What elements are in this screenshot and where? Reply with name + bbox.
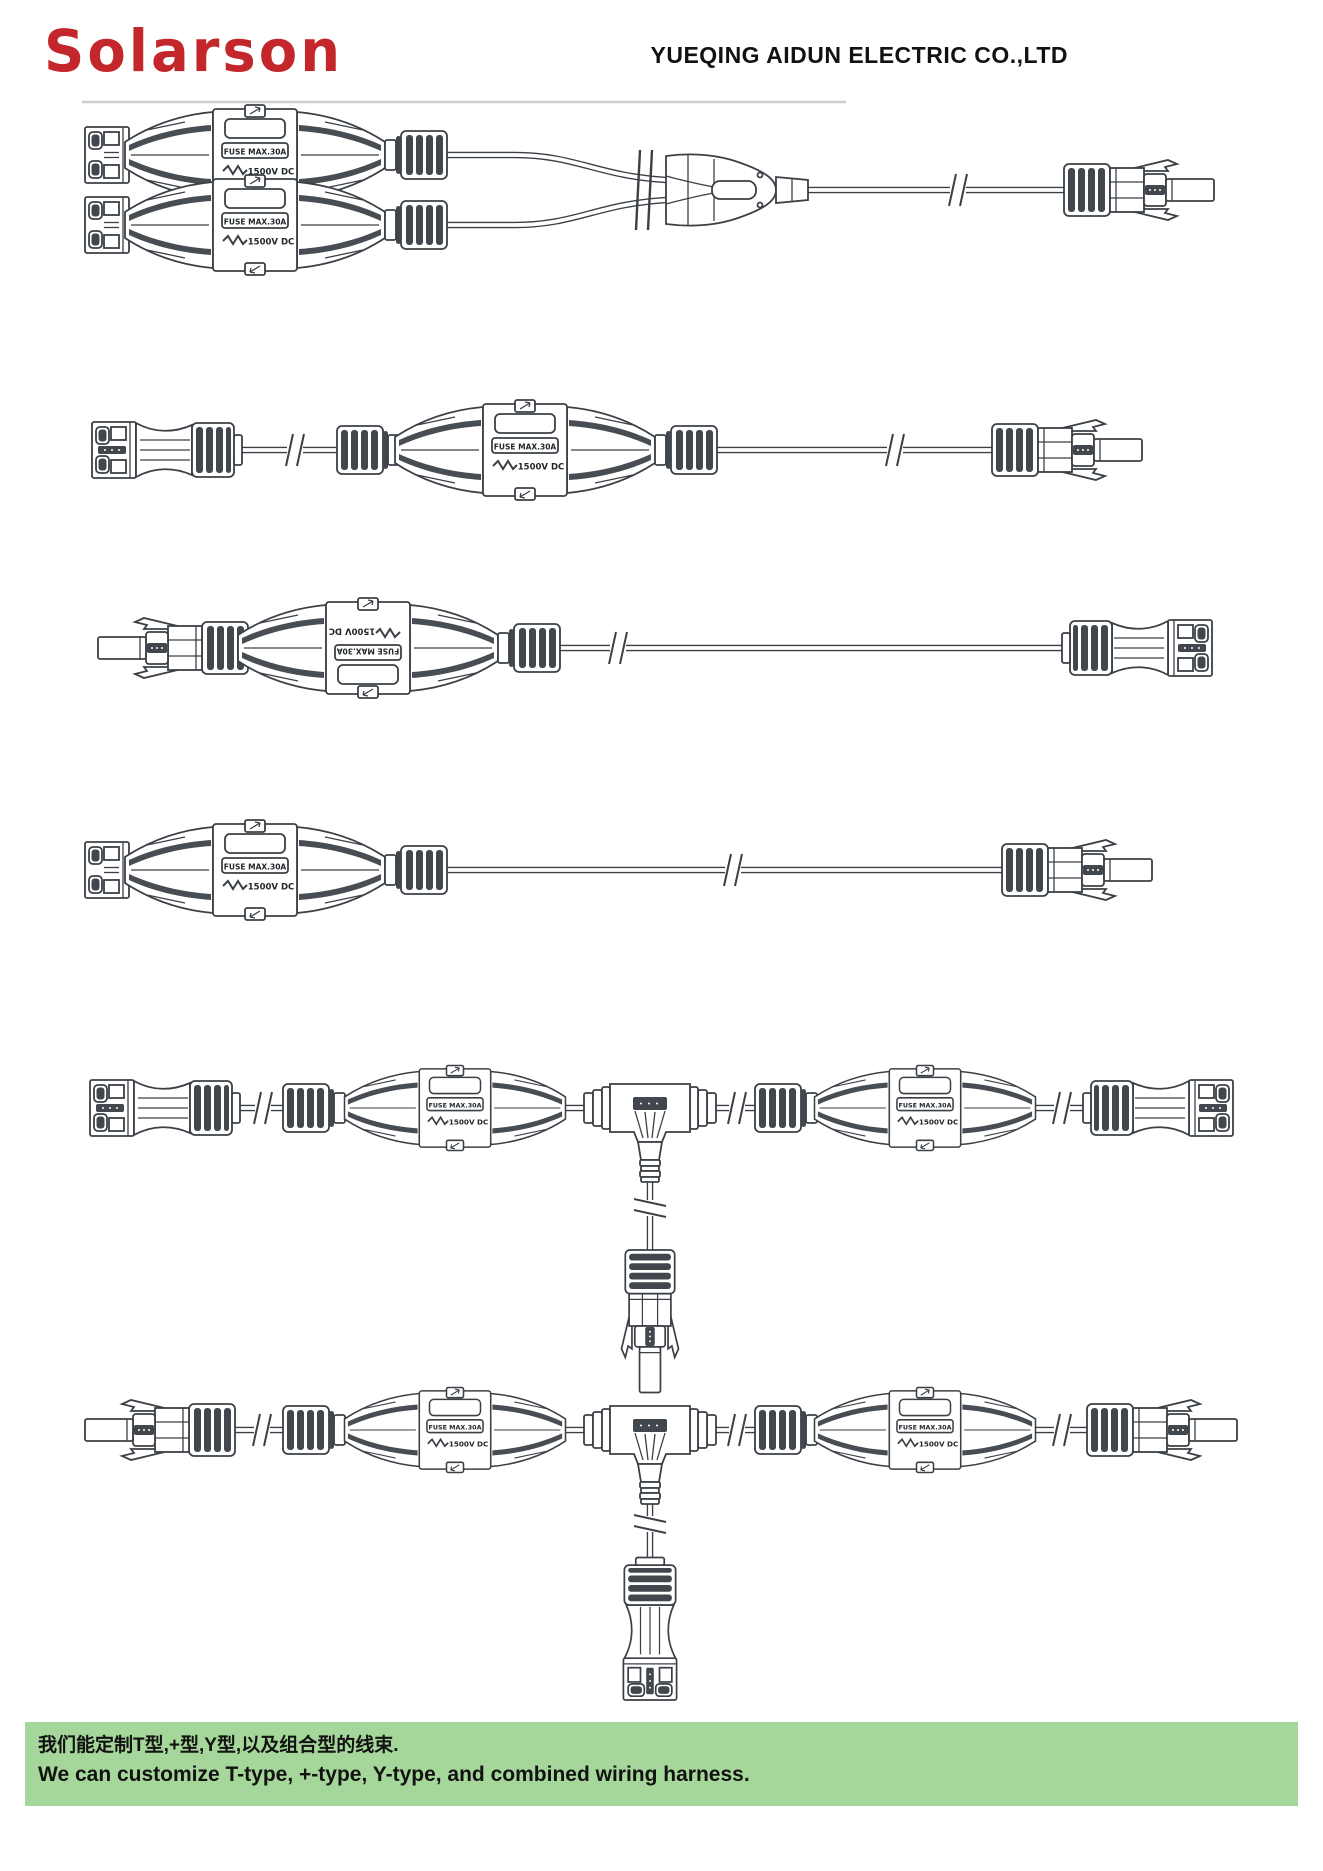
diagram-row-3-fused-male [97, 597, 1212, 699]
cable-gland-nut [654, 425, 718, 475]
mc4-male-connector [620, 1249, 680, 1394]
t-branch-joint [583, 1083, 717, 1183]
mc4-female-connector [90, 1080, 240, 1136]
mc4-male-connector [991, 419, 1143, 481]
cable-gland-nut [384, 200, 448, 250]
cable-gland-nut [336, 425, 400, 475]
female-connector-head [84, 126, 130, 184]
inline-fuse-holder [394, 399, 656, 501]
mc4-female-connector [623, 1558, 676, 1701]
cable-gland-nut [384, 130, 448, 180]
mc4-male-connector [1086, 1399, 1238, 1461]
mc4-male-connector [1001, 839, 1153, 901]
cable-break-mark [723, 853, 743, 887]
mc4-female-connector [1083, 1080, 1233, 1136]
cable-break-mark [608, 631, 628, 665]
mc4-male-connector [97, 617, 249, 679]
banner-text-english: We can customize T-type, +-type, Y-type,… [38, 1762, 750, 1786]
cable-break-mark [948, 173, 968, 207]
cable-break-mark [727, 1413, 747, 1447]
cable-break-mark [1052, 1091, 1072, 1125]
cable-gland-nut [384, 845, 448, 895]
customization-banner: 我们能定制T型,+型,Y型,以及组合型的线束. We can customize… [25, 1722, 1298, 1806]
inline-fuse-holder [343, 1386, 567, 1474]
mc4-female-connector [92, 422, 242, 478]
diagram-row-6-t-type [84, 1386, 1238, 1701]
diagram-row-2-inline-fuse [92, 399, 1143, 501]
cable-break-mark [1052, 1413, 1072, 1447]
female-connector-head [84, 841, 130, 899]
cable-break-mark [252, 1413, 272, 1447]
female-connector-head [84, 196, 130, 254]
y-branch-joint [634, 148, 810, 232]
mc4-male-connector [1063, 159, 1215, 221]
inline-fuse-holder [124, 174, 386, 276]
company-name: YUEQING AIDUN ELECTRIC CO.,LTD [650, 42, 1068, 68]
cable [447, 151, 1070, 229]
diagram-row-1-y-type [84, 104, 1215, 276]
diagram-row-5-t-type [90, 1064, 1233, 1394]
mc4-female-connector [1062, 620, 1212, 676]
cable-gland-nut [497, 623, 561, 673]
cable-break-mark [885, 433, 905, 467]
inline-fuse-holder [124, 819, 386, 921]
cable-break-mark [633, 1198, 667, 1218]
cable-gland-nut [754, 1083, 818, 1133]
inline-fuse-holder [343, 1064, 567, 1152]
cable-break-mark [727, 1091, 747, 1125]
cable-break-mark [285, 433, 305, 467]
cable-gland-nut [282, 1083, 346, 1133]
banner-text-chinese: 我们能定制T型,+型,Y型,以及组合型的线束. [38, 1735, 399, 1756]
mc4-male-connector [84, 1399, 236, 1461]
diagram-row-4-fused-female [84, 819, 1153, 921]
t-branch-joint [583, 1405, 717, 1505]
cable-gland-nut [282, 1405, 346, 1455]
cable-break-mark [253, 1091, 273, 1125]
cable-break-mark [633, 1514, 667, 1534]
cable-gland-nut [754, 1405, 818, 1455]
inline-fuse-holder [237, 597, 499, 699]
inline-fuse-holder [813, 1386, 1037, 1474]
brand-logo: Solarson [44, 18, 344, 86]
inline-fuse-holder [813, 1064, 1037, 1152]
